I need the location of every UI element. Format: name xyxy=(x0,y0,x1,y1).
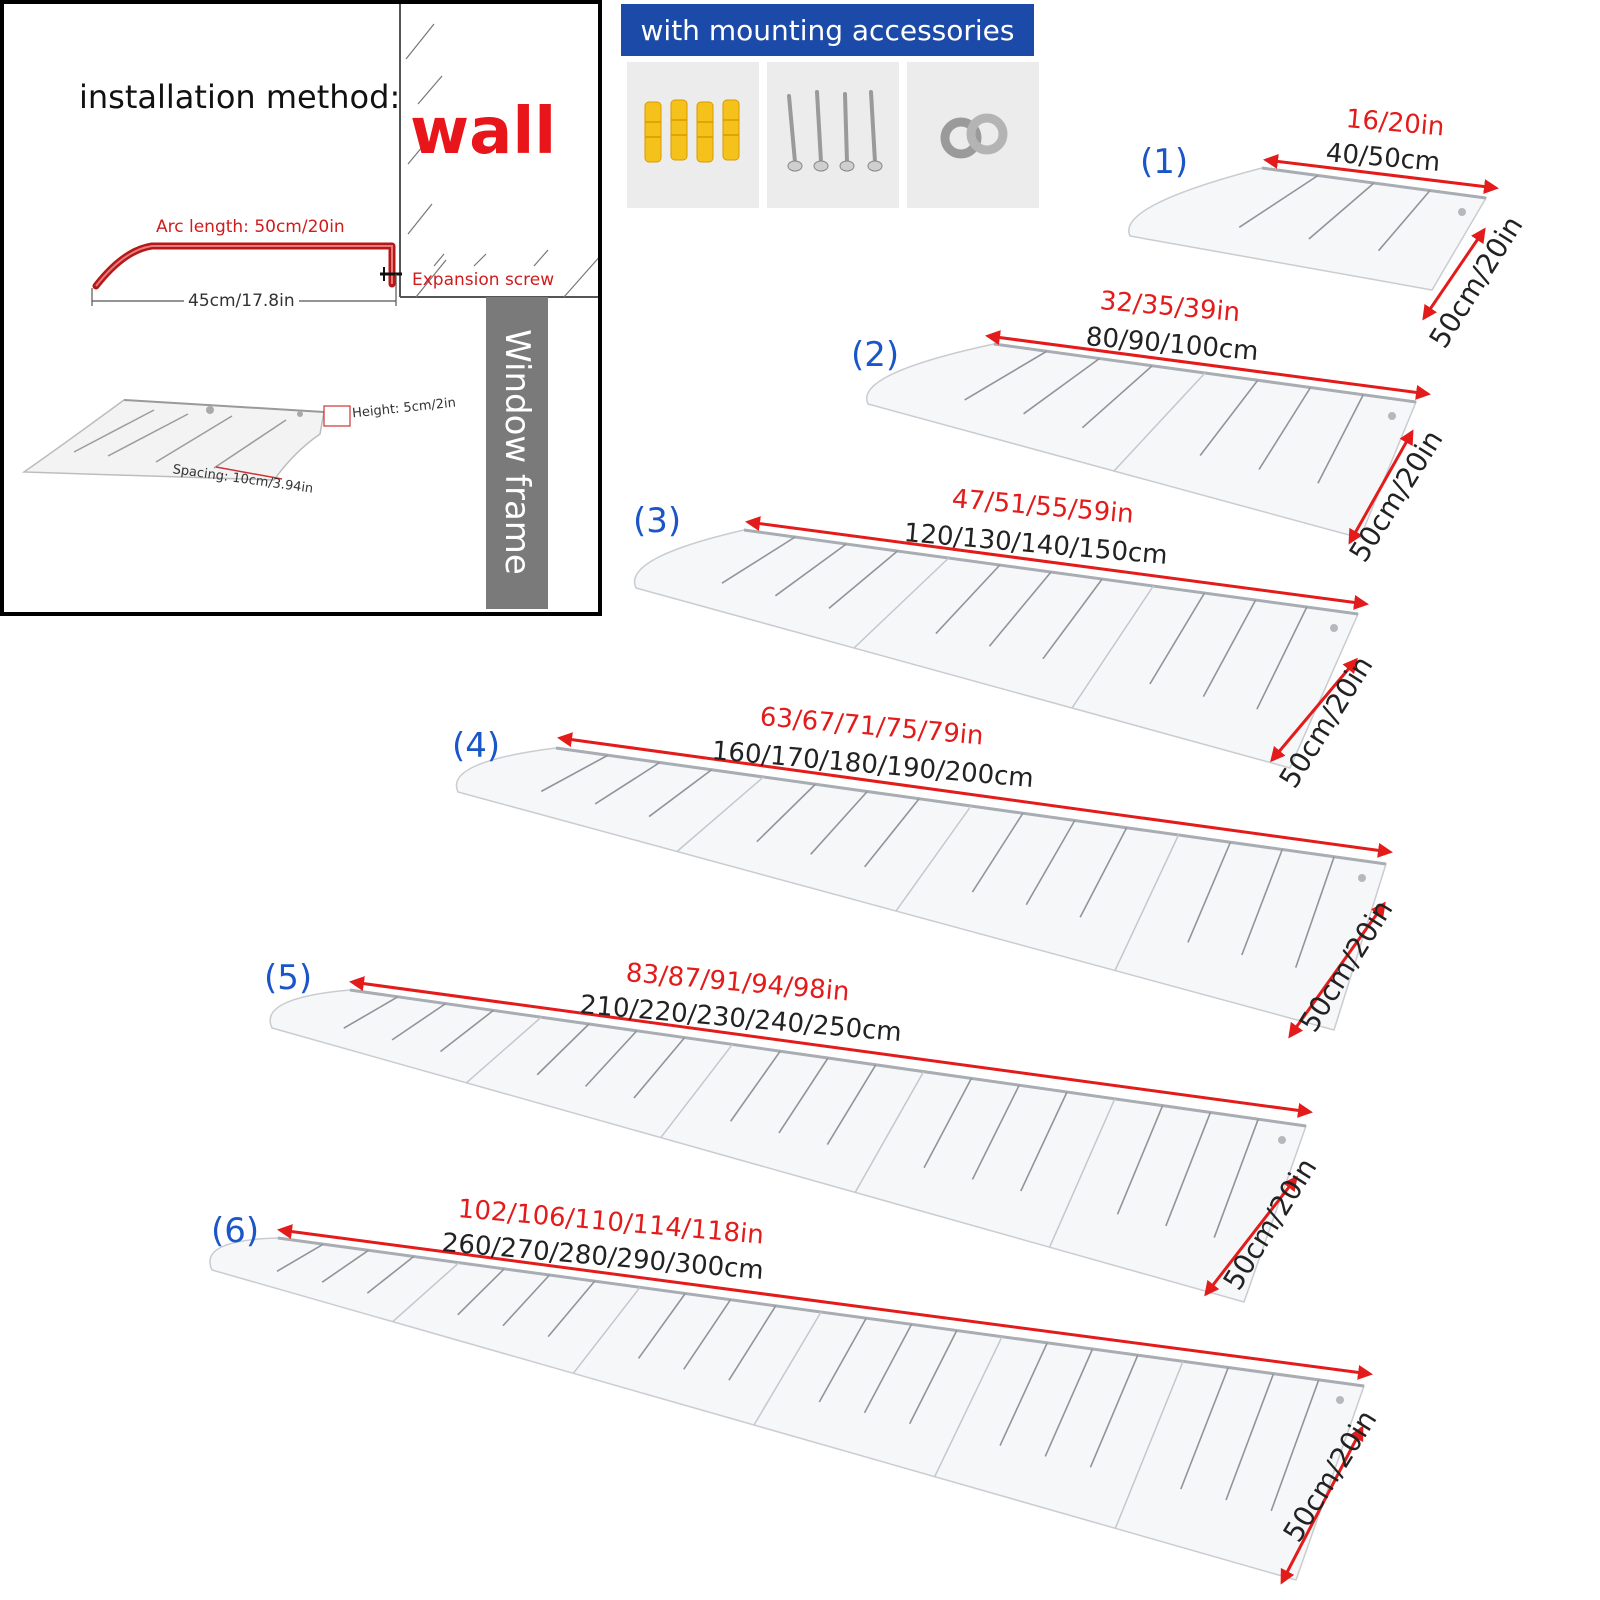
variant-5-length-arrow xyxy=(349,976,1313,1118)
variant-1-number: (1) xyxy=(1140,142,1189,182)
washers-tile xyxy=(907,62,1039,208)
canopy-1-bolt xyxy=(1458,208,1466,216)
canopy-2-rib xyxy=(1317,394,1364,484)
variant-5-number: (5) xyxy=(264,958,313,998)
canopy-6-rib xyxy=(1225,1373,1275,1501)
variant-4-number: (4) xyxy=(452,726,501,766)
variant-6-length-arrow xyxy=(277,1224,1373,1380)
installation-panel: installation method: wall Arc length: 50… xyxy=(0,0,602,616)
washer-icon xyxy=(940,113,1008,159)
canopy-2-bolt xyxy=(1388,412,1396,420)
screws-tile xyxy=(767,62,899,208)
expansion-screw-label: Expansion screw xyxy=(412,270,555,290)
variant-3-length-arrow xyxy=(745,516,1369,610)
installation-title: installation method: xyxy=(79,78,401,116)
screw-icon xyxy=(787,90,883,172)
canopy-5-bolt xyxy=(1278,1136,1286,1144)
canopy-6-rib xyxy=(1180,1367,1229,1490)
variant-1-length-arrow xyxy=(1263,154,1499,194)
variant-2-length-arrow xyxy=(985,330,1431,400)
wall-plug-icon xyxy=(644,99,740,163)
variant-1-depth-arrow xyxy=(1422,227,1486,321)
canopy-3-rib xyxy=(1202,599,1257,697)
installation-drawing xyxy=(21,4,598,481)
canopy-6-seam xyxy=(1114,1361,1184,1529)
canopy-4-rib xyxy=(1187,841,1232,943)
canopy-4-bolt xyxy=(1358,874,1366,882)
canopy-4-body xyxy=(455,747,1387,1031)
canopy-6-bolt xyxy=(1336,1396,1344,1404)
wall-plug-tile xyxy=(627,62,759,208)
arc-length-label: Arc length: 50cm/20in xyxy=(156,217,345,237)
window-frame-bar xyxy=(486,297,548,609)
canopy-1-rib xyxy=(1377,189,1431,252)
canopy-sketch xyxy=(21,399,351,481)
variant-3-number: (3) xyxy=(633,501,682,541)
canopy-5-rib xyxy=(1165,1112,1212,1227)
canopy-5-seam xyxy=(1048,1098,1116,1248)
canopy-5-rib xyxy=(1116,1105,1164,1215)
canopies-group xyxy=(209,154,1499,1585)
canopy-4-rib xyxy=(1241,849,1283,956)
variant-2-number: (2) xyxy=(851,335,900,375)
variant-4-length-arrow xyxy=(557,732,1393,858)
wall-label: wall xyxy=(410,95,557,169)
projection-label: 45cm/17.8in xyxy=(184,291,299,311)
variant-6-depth-arrow xyxy=(1280,1425,1364,1585)
canopy-2-rib xyxy=(1258,387,1312,470)
canopy-1-body xyxy=(1128,167,1488,291)
variant-6-number: (6) xyxy=(211,1211,260,1251)
canopy-3-bolt xyxy=(1330,624,1338,632)
canopy-6-body xyxy=(209,1237,1366,1581)
accessories-header: with mounting accessories xyxy=(621,4,1034,56)
